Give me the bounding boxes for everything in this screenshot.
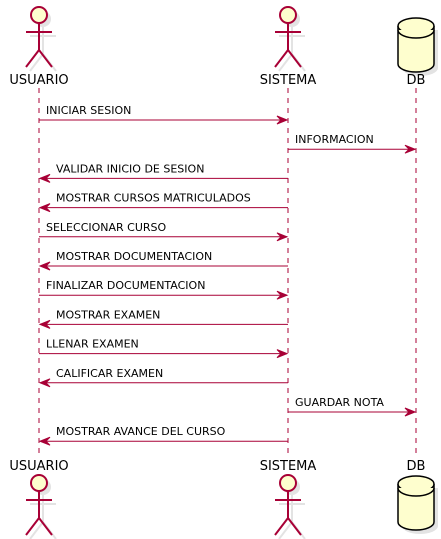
participant-name: USUARIO <box>9 73 68 88</box>
message: INFORMACION <box>288 133 417 154</box>
arrowhead-icon <box>38 436 51 446</box>
usuario-actor-icon <box>25 474 57 539</box>
message: VALIDAR INICIO DE SESION <box>38 162 288 183</box>
arrowhead-icon <box>276 232 289 242</box>
message: INICIAR SESION <box>39 104 289 125</box>
arrowhead-icon <box>38 203 51 213</box>
message-label: SELECCIONAR CURSO <box>46 221 167 234</box>
participant-usuario-bottom: USUARIO <box>9 459 69 539</box>
arrowhead-icon <box>404 407 417 417</box>
db-database-icon <box>397 475 438 534</box>
participant-usuario-top: USUARIO <box>9 6 69 88</box>
participant-sistema-bottom: SISTEMA <box>260 459 317 539</box>
participant-sistema-top: SISTEMA <box>260 6 317 88</box>
arrowhead-icon <box>404 144 417 154</box>
message-label: GUARDAR NOTA <box>295 396 384 409</box>
message: MOSTRAR CURSOS MATRICULADOS <box>38 192 288 213</box>
message-label: INFORMACION <box>295 133 374 146</box>
message-label: MOSTRAR CURSOS MATRICULADOS <box>56 192 251 205</box>
participant-name: SISTEMA <box>260 459 317 474</box>
message-label: VALIDAR INICIO DE SESION <box>56 162 204 175</box>
message-label: INICIAR SESION <box>46 104 131 117</box>
message-label: MOSTRAR EXAMEN <box>56 308 160 321</box>
message: MOSTRAR EXAMEN <box>38 308 288 329</box>
message: GUARDAR NOTA <box>288 396 417 417</box>
db-database-icon <box>397 17 438 76</box>
message: MOSTRAR DOCUMENTACION <box>38 250 288 271</box>
arrowhead-icon <box>276 349 289 359</box>
participant-db-top: DB <box>397 17 438 88</box>
arrowhead-icon <box>276 290 289 300</box>
arrowhead-icon <box>38 173 51 183</box>
participant-db-bottom: DB <box>397 459 438 534</box>
arrowhead-icon <box>38 319 51 329</box>
sistema-actor-icon <box>274 6 306 72</box>
message: SELECCIONAR CURSO <box>39 221 289 242</box>
arrowhead-icon <box>38 261 51 271</box>
participant-name: SISTEMA <box>260 73 317 88</box>
arrowhead-icon <box>276 115 289 125</box>
participant-name: DB <box>407 459 426 474</box>
message-label: LLENAR EXAMEN <box>46 338 139 351</box>
arrowhead-icon <box>38 378 51 388</box>
message-label: FINALIZAR DOCUMENTACION <box>46 279 205 292</box>
messages: INICIAR SESION INFORMACION VALIDAR INICIO … <box>38 104 417 446</box>
sistema-actor-icon <box>274 474 306 539</box>
message-label: CALIFICAR EXAMEN <box>56 367 163 380</box>
participant-name: DB <box>407 73 426 88</box>
participant-name: USUARIO <box>9 459 68 474</box>
message: LLENAR EXAMEN <box>39 338 289 359</box>
usuario-actor-icon <box>25 6 57 72</box>
message-label: MOSTRAR DOCUMENTACION <box>56 250 212 263</box>
participants: USUARIO USUARIO SISTEMA SISTEMA DB DB <box>9 6 438 539</box>
message: CALIFICAR EXAMEN <box>38 367 288 388</box>
message: MOSTRAR AVANCE DEL CURSO <box>38 425 288 446</box>
message: FINALIZAR DOCUMENTACION <box>39 279 289 300</box>
message-label: MOSTRAR AVANCE DEL CURSO <box>56 425 226 438</box>
